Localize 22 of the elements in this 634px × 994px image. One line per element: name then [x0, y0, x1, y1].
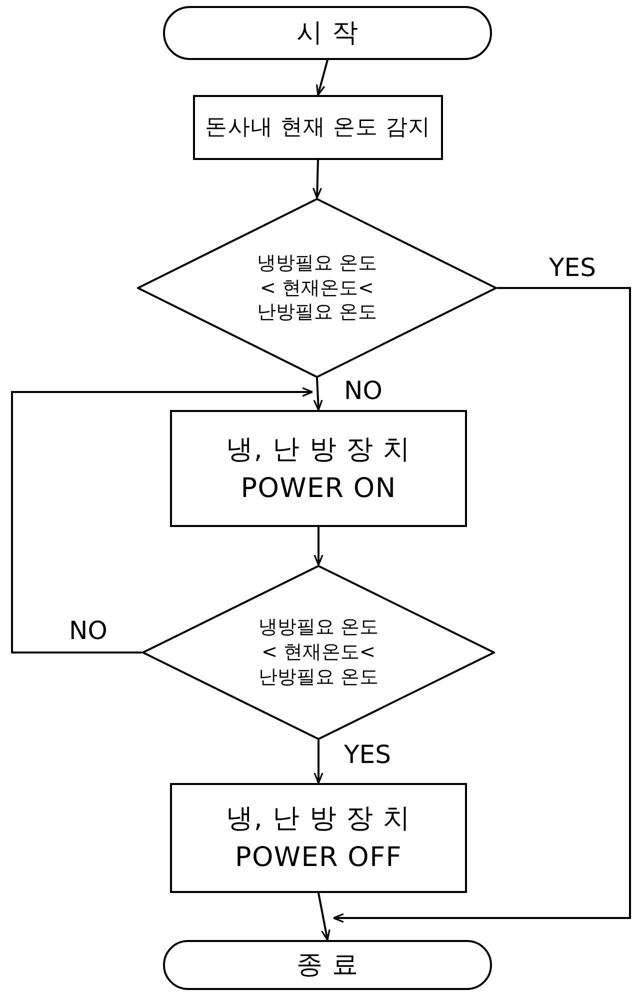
node-text: POWER OFF [234, 844, 402, 871]
arrow [312, 160, 322, 199]
terminal-box [163, 6, 492, 60]
arrow [314, 527, 324, 566]
arrow [332, 287, 631, 923]
node-text: 냉, 난 방 장 치 [226, 805, 411, 832]
arrow [316, 60, 328, 96]
terminal-box [163, 940, 492, 990]
arrow [318, 892, 330, 941]
process-box [170, 410, 467, 527]
arrow [314, 740, 324, 784]
condition-text: 냉방필요 온도 < 현재온도< 난방필요 온도 [257, 615, 380, 690]
node-text: 냉, 난 방 장 치 [226, 436, 411, 462]
process-box [193, 95, 443, 160]
node-text: 종 료 [296, 952, 359, 978]
node-text: 돈사내 현재 온도 감지 [205, 116, 431, 138]
process-box [170, 783, 467, 893]
arrow [313, 378, 323, 411]
node-text: POWER ON [240, 474, 396, 502]
node-text: 시 작 [296, 20, 359, 46]
condition-text: 냉방필요 온도 < 현재온도< 난방필요 온도 [256, 250, 378, 326]
arrow [11, 387, 314, 654]
